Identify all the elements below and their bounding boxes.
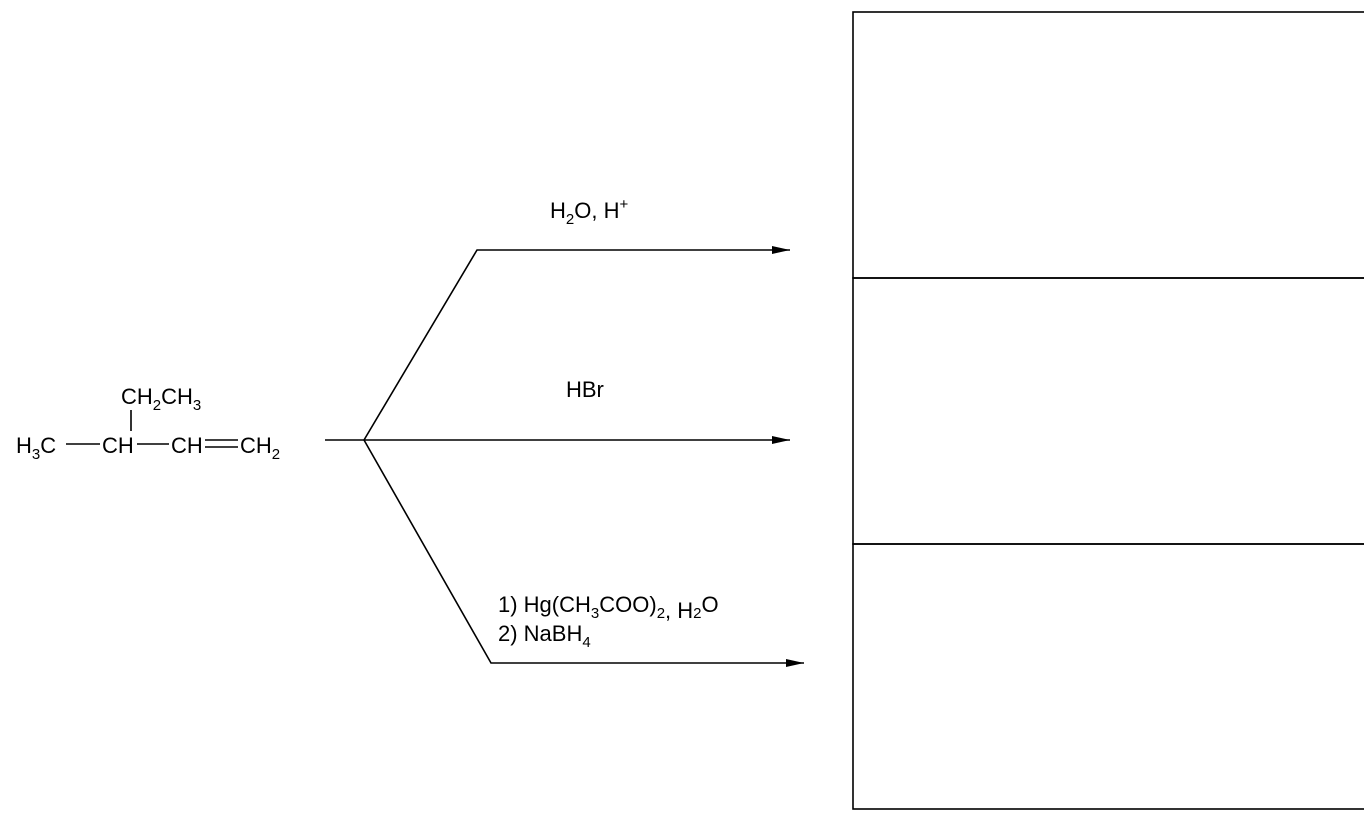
reagent-oxymercuration-step2: 2) NaBH4 [498,621,591,651]
reaction-arrows [325,246,804,667]
arrow-top [363,246,790,441]
arrow-bottom [363,439,804,667]
product-box-3[interactable] [852,543,1364,810]
reagent-hbr: HBr [566,377,604,402]
product-box-1[interactable] [852,11,1364,279]
terminal-carbon: CH2 [240,433,280,463]
methine-carbon: CH [102,433,134,458]
alkene-carbon: CH [171,433,203,458]
methyl-group: H3C [16,433,56,463]
ethyl-substituent: CH2CH3 [121,384,201,414]
reagent-oxymercuration-step1: 1) Hg(CH3COO)2, H2O [498,592,719,623]
starting-molecule: CH2CH3 H3C CH CH CH2 [16,384,280,463]
reagent-acid-hydration: H2O, H+ [550,196,628,228]
product-box-2[interactable] [852,277,1364,545]
product-boxes [852,11,1364,810]
